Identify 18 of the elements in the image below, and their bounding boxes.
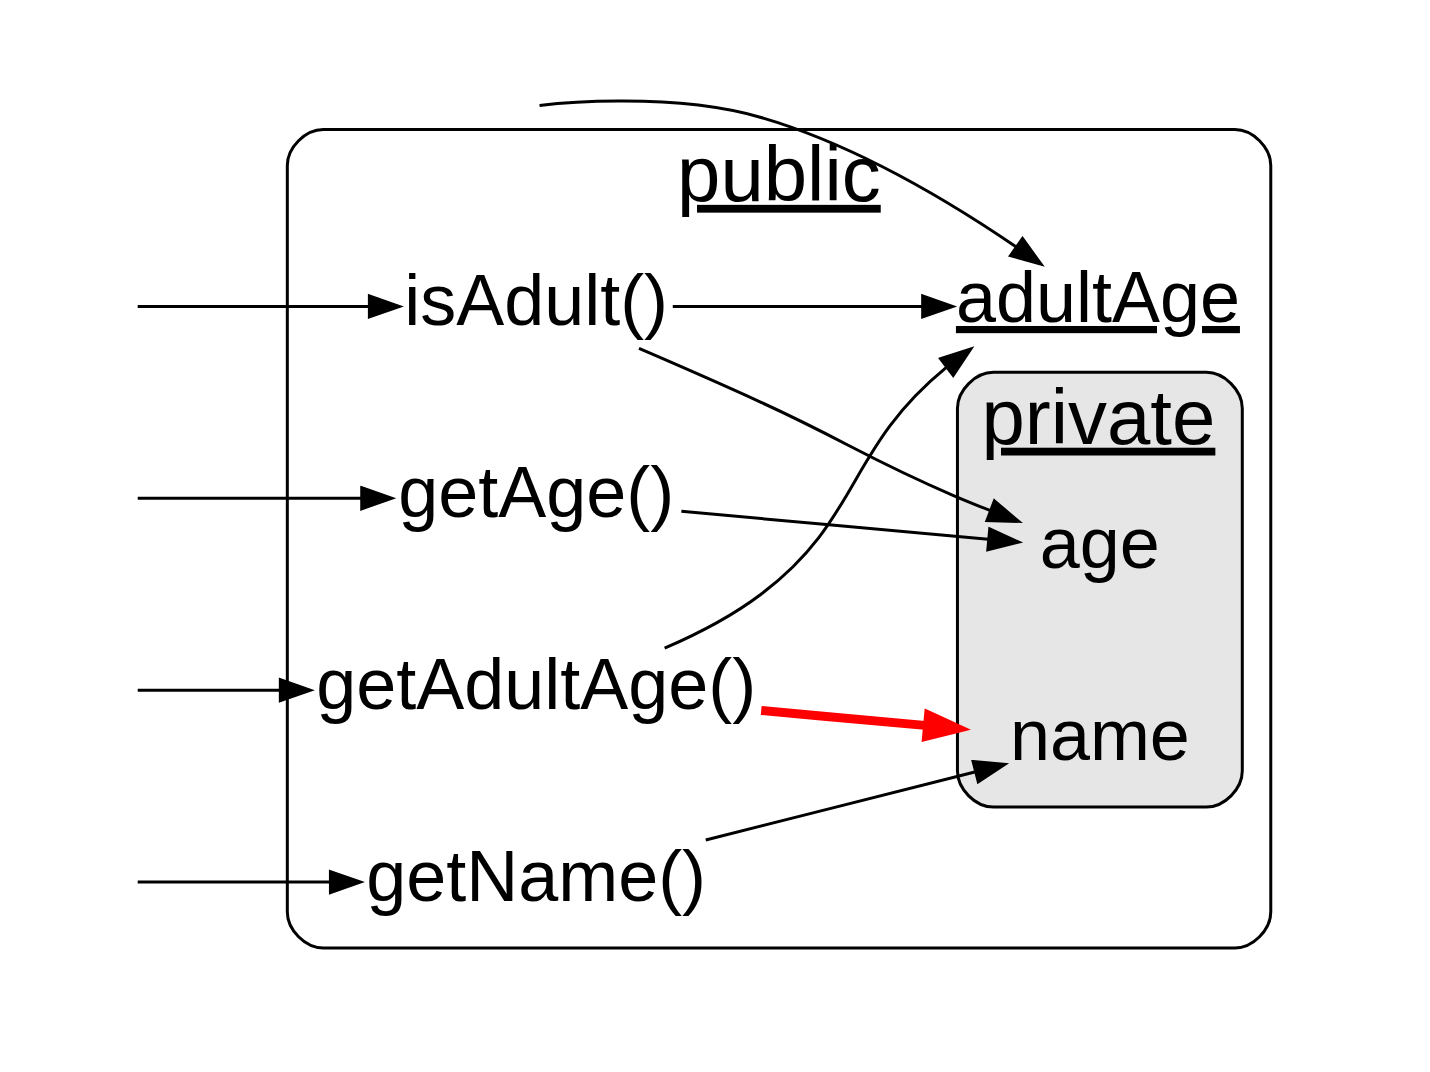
arrow	[705, 759, 1010, 841]
node-text: name	[1009, 694, 1190, 775]
arrow	[760, 705, 971, 742]
arrow	[137, 485, 397, 511]
arrow	[137, 868, 365, 895]
arrow	[638, 346, 1023, 523]
node-text: isAdult()	[404, 259, 669, 340]
node-text: adultAge	[955, 256, 1240, 337]
node-text: getAge()	[398, 451, 675, 532]
arrow	[539, 99, 1045, 267]
arrow	[137, 677, 315, 703]
node-text: age	[1039, 502, 1160, 583]
node-text: getAdultAge()	[316, 643, 757, 724]
arrow	[672, 293, 958, 319]
arrow	[664, 345, 975, 650]
node-text: getName()	[366, 835, 707, 916]
arrow	[137, 293, 404, 319]
arrow	[681, 509, 1024, 552]
